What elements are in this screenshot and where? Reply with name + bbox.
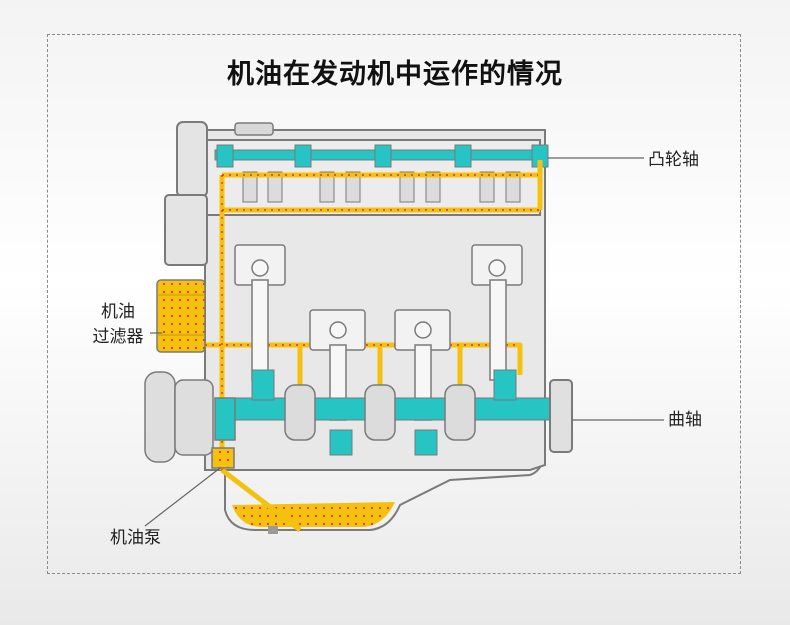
- oil-filter-label: 机油 过滤器: [78, 300, 158, 350]
- oil-filter-label-line2: 过滤器: [92, 327, 144, 347]
- leader-lines: [144, 157, 664, 527]
- oil-pump: [211, 447, 235, 469]
- oil-filter: [156, 279, 206, 353]
- flywheel: [549, 379, 573, 453]
- drain-plug: [268, 526, 278, 534]
- pulleys: [144, 371, 236, 463]
- diagram-title: 机油在发动机中运作的情况: [227, 59, 563, 90]
- crankshaft: [214, 369, 551, 456]
- oil-filler-cap: [234, 122, 274, 136]
- camshaft-label: 凸轮轴: [648, 150, 699, 170]
- valve-springs: [242, 171, 521, 203]
- crankshaft-label: 曲轴: [668, 410, 702, 430]
- cam-lobes: [216, 144, 549, 168]
- diagram-frame: [47, 34, 741, 574]
- oil-filter-label-line1: 机油: [101, 302, 135, 322]
- oil-pump-label: 机油泵: [110, 528, 161, 548]
- timing-cover: [176, 121, 208, 198]
- oil-sump: [232, 502, 395, 527]
